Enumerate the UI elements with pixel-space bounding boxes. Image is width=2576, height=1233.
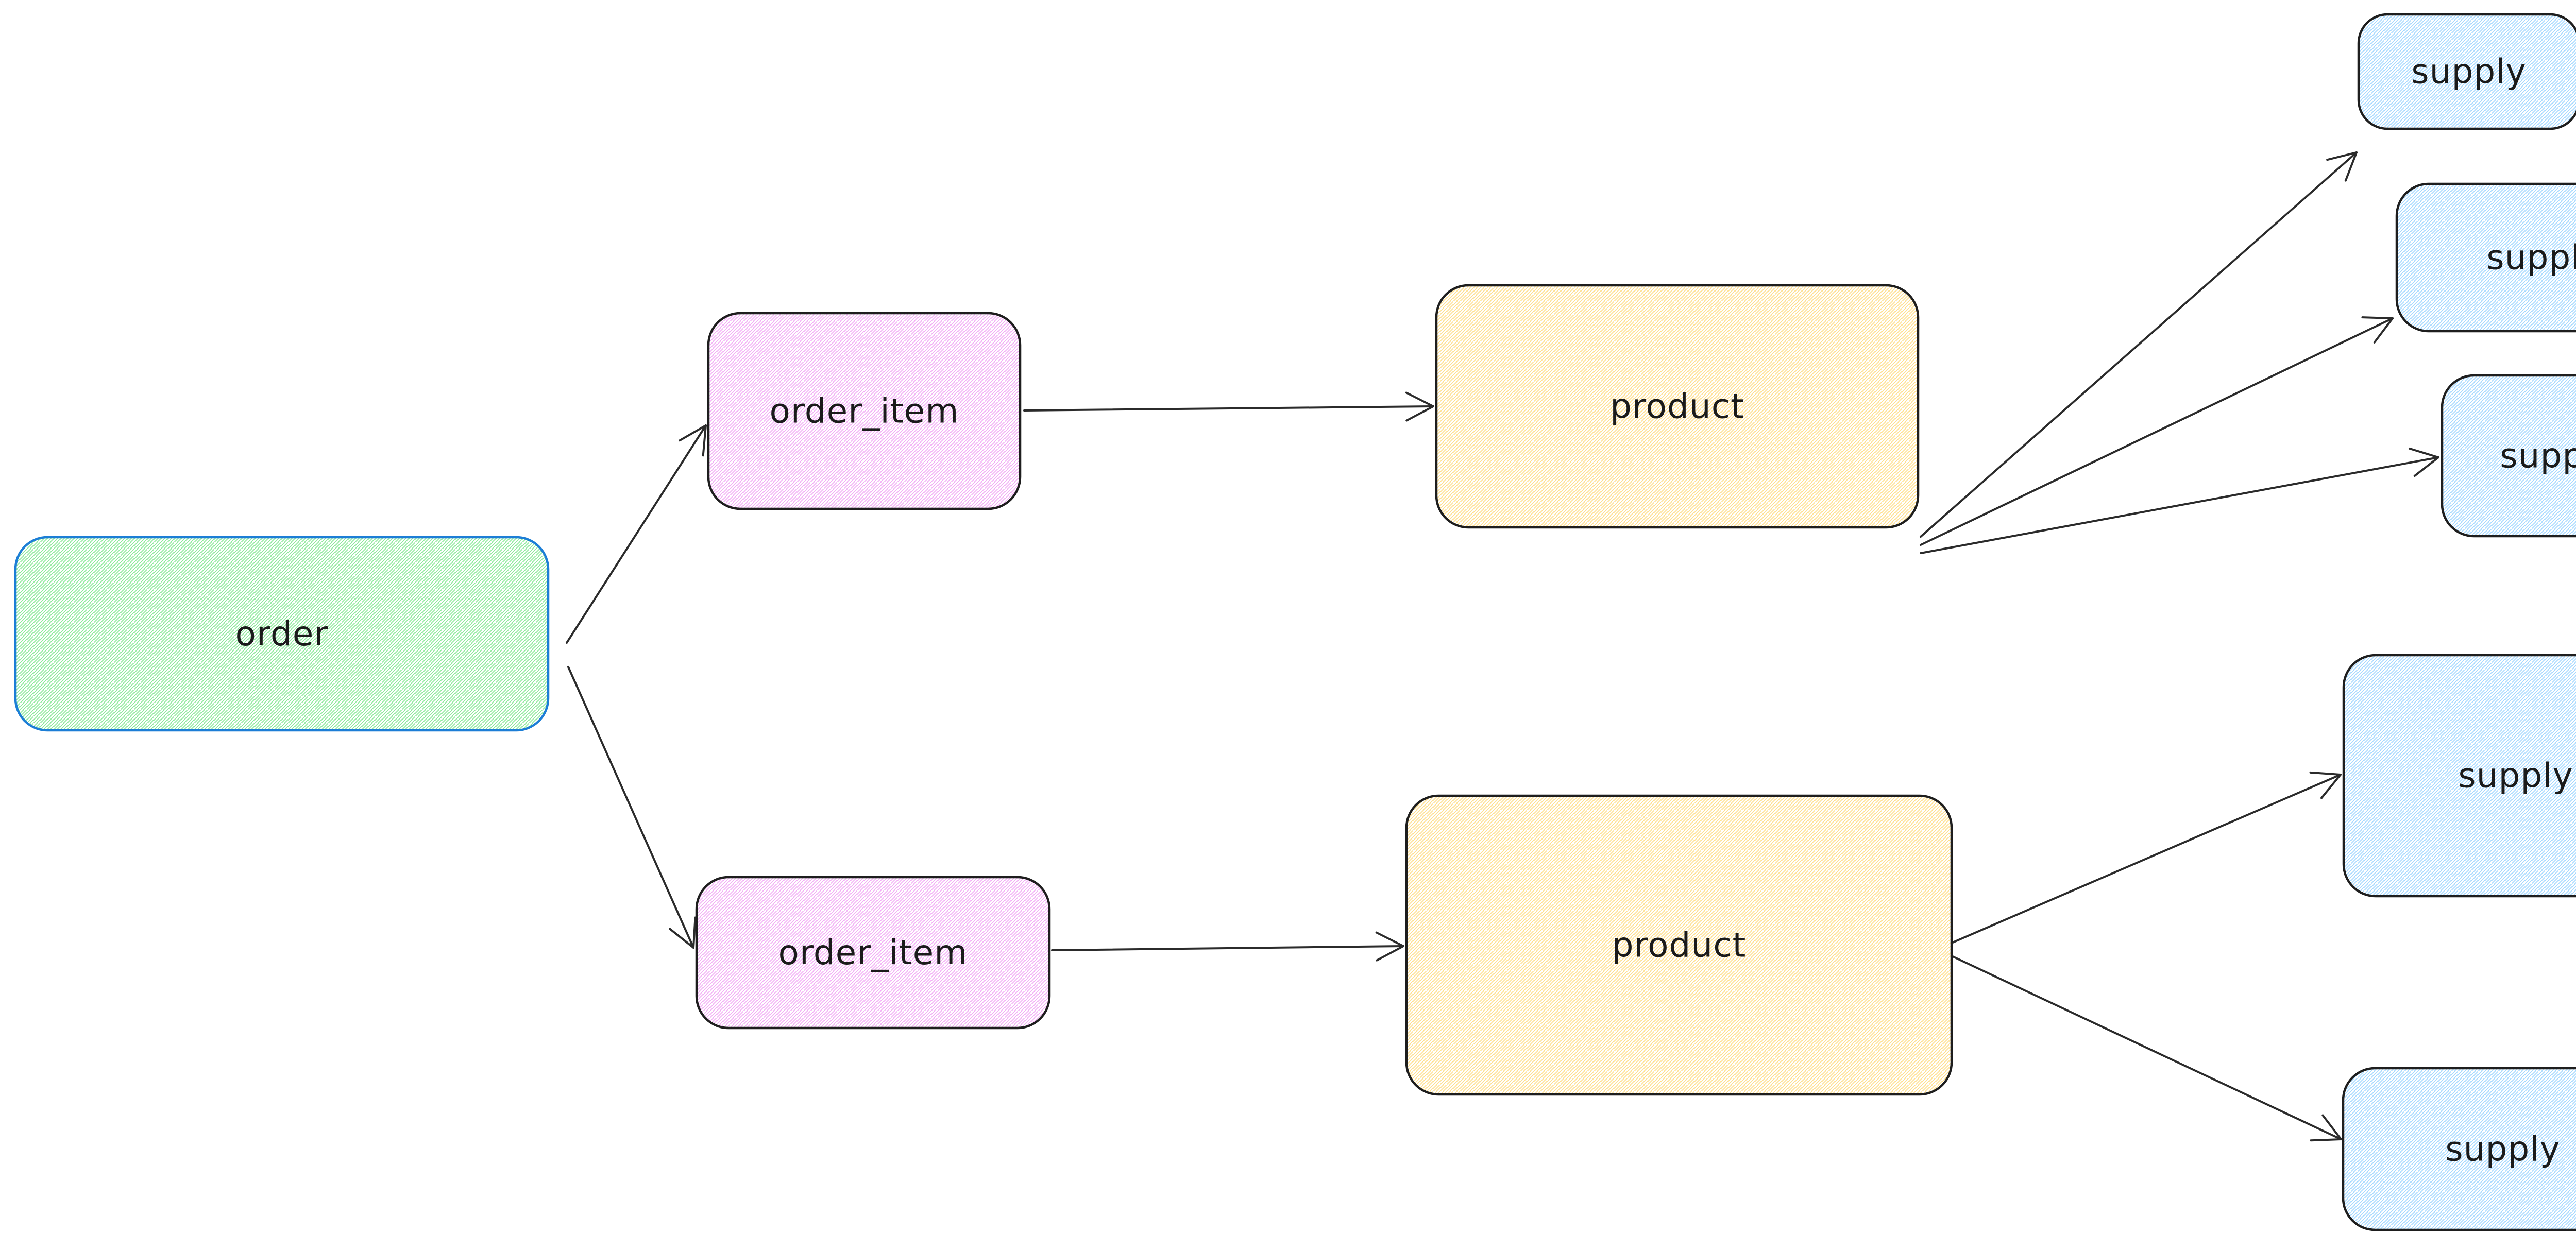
- arrow-product-1-to-supply-1[interactable]: [1920, 151, 2358, 538]
- node-label-order-item-2: order_item: [778, 933, 968, 972]
- node-label-supply-1: supply: [2411, 52, 2526, 92]
- nodes-layer: orderorder_itemorder_itemproductproducts…: [14, 13, 2576, 1231]
- arrow-order-item-1-to-product-1[interactable]: [1023, 391, 1434, 422]
- node-order-item-1[interactable]: order_item: [707, 312, 1022, 510]
- node-supply-5[interactable]: supply: [2342, 1067, 2576, 1231]
- node-shape-supply-2[interactable]: [2395, 182, 2576, 333]
- node-supply-1[interactable]: supply: [2357, 13, 2576, 130]
- arrow-order-item-2-to-product-2[interactable]: [1051, 931, 1404, 962]
- node-label-order-item-1: order_item: [769, 391, 959, 431]
- node-label-order: order: [235, 614, 329, 654]
- arrow-product-2-to-supply-5[interactable]: [1952, 955, 2342, 1142]
- node-shape-supply-1[interactable]: [2357, 13, 2576, 130]
- node-product-2[interactable]: product: [1405, 794, 1953, 1096]
- node-label-supply-5: supply: [2445, 1129, 2560, 1169]
- node-label-supply-2: supply: [2486, 238, 2576, 278]
- arrow-product-1-to-supply-3[interactable]: [1920, 447, 2439, 554]
- node-product-1[interactable]: product: [1435, 284, 1920, 529]
- node-supply-4[interactable]: supply: [2342, 654, 2576, 898]
- arrow-product-2-to-supply-4[interactable]: [1952, 771, 2342, 944]
- node-shape-order[interactable]: [14, 536, 550, 732]
- arrow-order-to-order-item-1[interactable]: [566, 424, 707, 644]
- node-label-supply-3: supply: [2500, 436, 2576, 476]
- node-supply-3[interactable]: supply: [2441, 374, 2576, 538]
- node-order-item-2[interactable]: order_item: [695, 876, 1051, 1030]
- node-supply-2[interactable]: supply: [2395, 182, 2576, 333]
- arrow-order-to-order-item-2[interactable]: [567, 666, 697, 949]
- node-label-product-2: product: [1612, 926, 1747, 965]
- node-shape-supply-3[interactable]: [2441, 374, 2576, 538]
- node-shape-supply-4[interactable]: [2342, 654, 2576, 898]
- node-order[interactable]: order: [14, 536, 550, 732]
- arrow-product-1-to-supply-2[interactable]: [1920, 316, 2394, 546]
- node-shape-product-2[interactable]: [1405, 794, 1953, 1096]
- node-shape-order-item-2[interactable]: [695, 876, 1051, 1030]
- node-label-supply-4: supply: [2458, 756, 2573, 796]
- node-shape-order-item-1[interactable]: [707, 312, 1022, 510]
- node-shape-supply-5[interactable]: [2342, 1067, 2576, 1231]
- edges-layer: [566, 151, 2439, 1142]
- node-shape-product-1[interactable]: [1435, 284, 1920, 529]
- node-label-product-1: product: [1610, 387, 1744, 426]
